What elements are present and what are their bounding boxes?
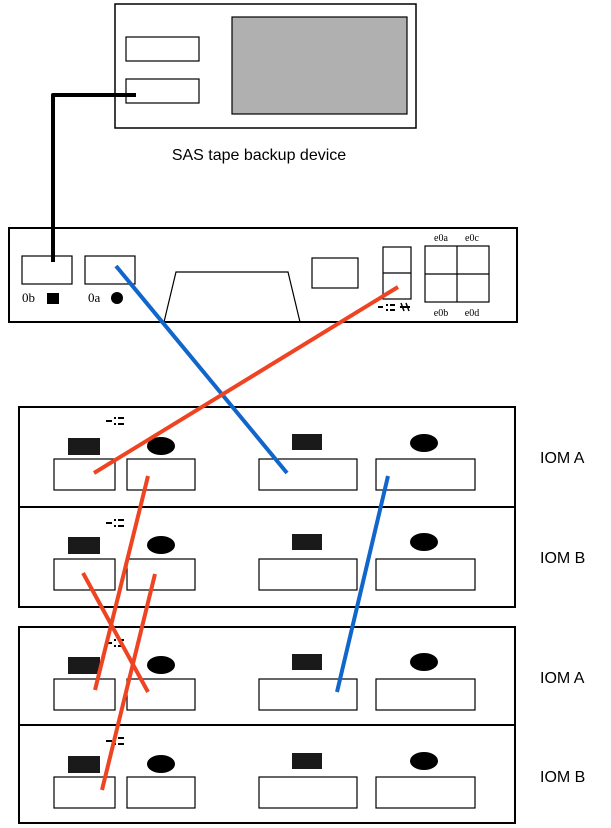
port-0b-label: 0b bbox=[22, 290, 35, 305]
eth-e0d-label: e0d bbox=[465, 308, 479, 319]
sas-port bbox=[126, 678, 196, 711]
sas-cable-tape bbox=[51, 93, 136, 262]
management-port bbox=[311, 257, 359, 289]
sas-square-icon bbox=[292, 534, 322, 550]
sas-cable-blue bbox=[114, 264, 289, 475]
sas-cable-red bbox=[92, 285, 400, 475]
sas-circle-icon bbox=[147, 755, 175, 773]
sas-cable-red bbox=[81, 572, 150, 693]
sas-circle-icon bbox=[410, 533, 438, 551]
sas-cable-red bbox=[100, 573, 157, 791]
sas-cable-red bbox=[93, 475, 150, 691]
sas-port bbox=[126, 558, 196, 591]
sas-square-icon bbox=[292, 434, 322, 450]
shelf-1-iom-b bbox=[53, 519, 476, 591]
disk-shelf-1 bbox=[18, 406, 516, 608]
sas-port bbox=[126, 458, 196, 491]
sas-port bbox=[375, 678, 476, 711]
tape-device-caption: SAS tape backup device bbox=[172, 147, 346, 164]
shelf-2-iom-b bbox=[53, 737, 476, 809]
acp-network-icon bbox=[378, 304, 395, 311]
tape-backup-device bbox=[114, 3, 417, 129]
shelf-2-iom-b-label: IOM B bbox=[540, 769, 585, 786]
shelf-2-iom-a-label: IOM A bbox=[540, 670, 585, 687]
eth-e0b-label: e0b bbox=[434, 308, 448, 319]
sas-square-icon bbox=[68, 756, 100, 773]
sas-circle-icon bbox=[147, 536, 175, 554]
sas-port bbox=[375, 558, 476, 591]
tape-device-slot-top bbox=[125, 36, 200, 62]
acp-network-icon bbox=[106, 417, 124, 425]
sas-port bbox=[375, 776, 476, 809]
sas-circle-icon bbox=[410, 752, 438, 770]
sas-circle-icon bbox=[410, 653, 438, 671]
shelf-1-iom-b-label: IOM B bbox=[540, 550, 585, 567]
eth-e0a-label: e0a bbox=[434, 233, 448, 244]
tape-device-screen bbox=[231, 16, 408, 115]
sas-port bbox=[258, 776, 358, 809]
cables bbox=[51, 93, 400, 791]
sas-square-icon bbox=[68, 438, 100, 455]
disk-shelf-2 bbox=[18, 626, 516, 824]
sas-circle-icon bbox=[111, 292, 123, 304]
sas-circle-icon bbox=[147, 437, 175, 455]
sas-port bbox=[258, 458, 358, 491]
sas-square-icon bbox=[292, 654, 322, 670]
port-0a-label: 0a bbox=[88, 290, 101, 305]
sas-circle-icon bbox=[147, 656, 175, 674]
acp-network-icon bbox=[106, 519, 124, 527]
sas-port bbox=[126, 776, 196, 809]
shelf-1-iom-a bbox=[53, 417, 476, 491]
controller-module: 0b 0a e0a e0c e0b e0d bbox=[8, 227, 518, 323]
sas-square-icon bbox=[68, 537, 100, 554]
sas-port bbox=[258, 558, 358, 591]
controller-port-0b bbox=[21, 255, 73, 285]
sas-port bbox=[375, 458, 476, 491]
console-connector bbox=[163, 271, 301, 323]
tape-device-sas-port bbox=[125, 78, 200, 104]
sas-circle-icon bbox=[410, 434, 438, 452]
shelf-2-iom-a bbox=[53, 639, 476, 711]
wrench-icon bbox=[400, 302, 410, 312]
sas-square-icon bbox=[292, 753, 322, 769]
sas-port bbox=[53, 678, 116, 711]
sas-square-icon bbox=[47, 293, 59, 304]
sas-cable-blue bbox=[335, 475, 390, 693]
eth-e0c-label: e0c bbox=[465, 233, 479, 244]
sas-port bbox=[258, 678, 358, 711]
sas-square-icon bbox=[68, 657, 100, 674]
shelf-1-iom-a-label: IOM A bbox=[540, 450, 585, 467]
